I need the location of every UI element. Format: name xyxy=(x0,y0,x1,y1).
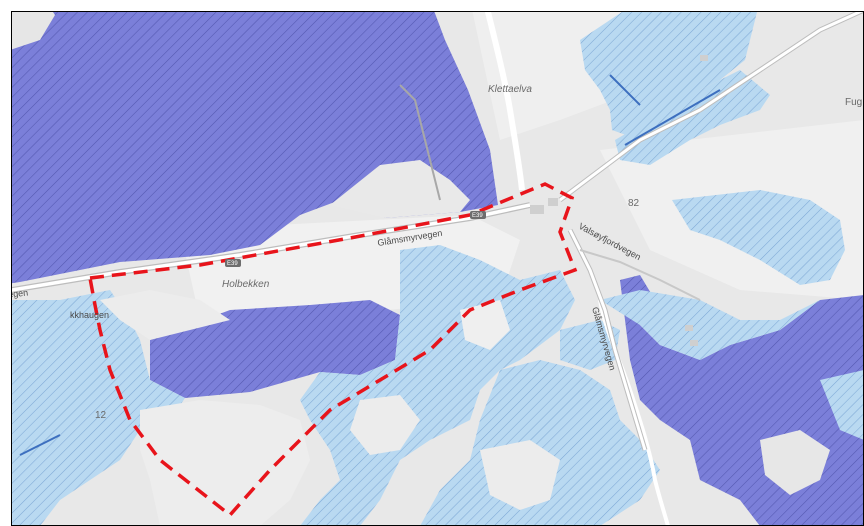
light-zone-east-mid xyxy=(600,290,820,360)
terrain-hill xyxy=(350,395,420,455)
label-bekkhaugen: kkhaugen xyxy=(70,310,109,320)
terrain-island xyxy=(0,0,55,60)
stream-line xyxy=(19,434,61,456)
light-zone-northeast xyxy=(580,0,760,140)
map-outer-margin xyxy=(0,0,11,526)
light-zone-northeast-2 xyxy=(615,70,770,165)
stream-line xyxy=(624,89,721,146)
light-zone-central-east xyxy=(560,320,620,370)
terrain-hill xyxy=(140,400,310,526)
light-zone-central-south xyxy=(420,360,660,526)
dark-zone-lake xyxy=(150,300,400,398)
light-zone-central xyxy=(300,245,575,526)
road-east-branch xyxy=(579,249,701,301)
map-outer-margin xyxy=(0,0,864,11)
river-klettaelva xyxy=(482,0,525,191)
road-number-shield: E39 xyxy=(225,259,241,267)
building xyxy=(530,205,544,214)
terrain-hill xyxy=(480,440,560,510)
building xyxy=(548,198,558,206)
pier xyxy=(399,84,441,201)
label-klettaelva: Klettaelva xyxy=(488,84,532,95)
building xyxy=(685,325,693,331)
stream-line xyxy=(609,74,641,106)
dark-zone-fjord xyxy=(0,0,498,285)
road-glamsmyrvegen-south xyxy=(568,229,647,451)
label-holbekken: Holbekken xyxy=(222,279,270,290)
svg-text:E39: E39 xyxy=(472,213,483,219)
svg-text:E39: E39 xyxy=(227,261,238,267)
building xyxy=(700,55,708,61)
label-fug: Fug xyxy=(845,97,862,108)
label-elevation-82: 82 xyxy=(628,198,640,209)
road-valsoyfjordvegen xyxy=(559,8,864,202)
light-zone-southwest xyxy=(0,290,185,526)
dashed-boundary-line xyxy=(87,182,578,518)
building xyxy=(690,340,698,346)
terrain-peninsula xyxy=(330,160,470,218)
label-elevation-12: 12 xyxy=(95,410,107,421)
terrain-hill xyxy=(460,300,510,350)
light-zone-east-field xyxy=(672,190,845,285)
terrain-hill xyxy=(100,290,230,340)
terrain-island xyxy=(760,430,830,495)
light-zone-far-east xyxy=(820,370,864,440)
road-number-shield: E39 xyxy=(470,211,486,219)
